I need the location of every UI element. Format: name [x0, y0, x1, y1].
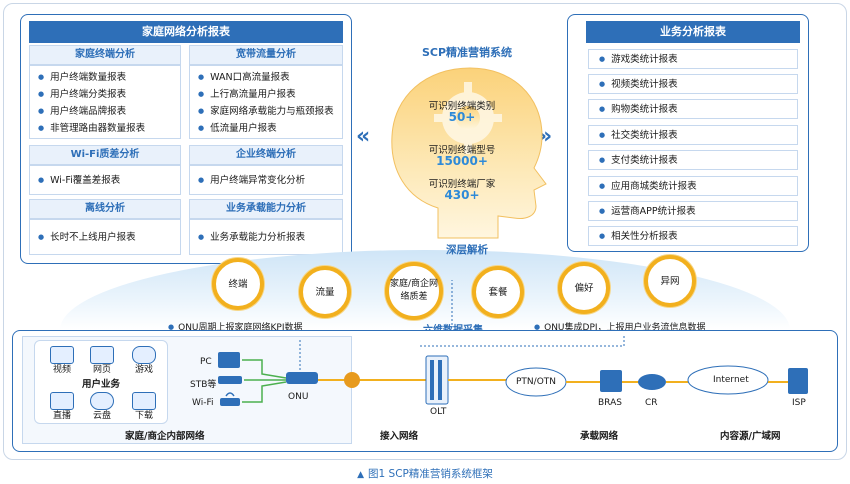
report-item: 用户终端分类报表 [38, 86, 172, 103]
service-label: 直播 [52, 411, 71, 421]
section-title-terminal: 家庭终端分析 [29, 45, 181, 65]
report-item: 上行高流量用户报表 [198, 86, 334, 103]
head-gear-icon [391, 67, 547, 239]
report-item: 游戏类统计报表 [588, 49, 798, 69]
stb-icon [218, 376, 242, 384]
splitter-icon [344, 372, 360, 388]
pc-icon [218, 352, 240, 368]
section-capacity: 业务承载能力分析报表 [189, 219, 343, 255]
report-item: 用户终端品牌报表 [38, 103, 172, 120]
panel-title: 家庭网络分析报表 [29, 21, 343, 43]
report-item: 购物类统计报表 [588, 99, 798, 119]
section-enterprise: 用户终端异常变化分析 [189, 165, 343, 195]
cr-icon [638, 374, 666, 390]
dimension-other-network: 异网 [644, 255, 696, 307]
download-icon [132, 392, 156, 410]
dimension-traffic: 流量 [299, 266, 351, 318]
stat-label: 可识别终端型号 [428, 145, 496, 156]
report-item: 社交类统计报表 [588, 125, 798, 145]
report-item: 用户终端数量报表 [38, 69, 172, 86]
zone-content-label: 内容源/广域网 [720, 431, 781, 442]
report-item: Wi-Fi覆盖差报表 [38, 172, 172, 189]
device-label: Wi-Fi [192, 398, 214, 408]
bras-icon [600, 370, 622, 392]
stat-value: 50+ [448, 110, 476, 124]
internet-cloud-icon [687, 365, 769, 395]
dimension-package: 套餐 [472, 266, 524, 318]
internet-label: Internet [713, 375, 749, 385]
caption-triangle-icon: ▲ [357, 470, 365, 480]
report-item: 长时不上线用户报表 [38, 229, 172, 246]
caption-text: 图1 SCP精准营销系统框架 [368, 468, 493, 480]
report-item: 运营商APP统计报表 [588, 201, 798, 221]
bras-label: BRAS [598, 398, 622, 408]
device-label: STB等 [190, 380, 217, 390]
section-wifi: Wi-Fi覆盖差报表 [29, 165, 181, 195]
zone-access-label: 接入网络 [380, 431, 419, 442]
service-label: 网页 [92, 365, 111, 375]
report-item: 家庭网络承载能力与瓶颈报表 [198, 103, 334, 120]
dimension-network-quality: 家庭/商企网络质差 [385, 262, 443, 320]
report-item: 用户终端异常变化分析 [198, 172, 334, 189]
zone-home-label: 家庭/商企内部网络 [125, 431, 205, 442]
scp-system-title: SCP精准营销系统 [421, 46, 513, 59]
device-label: PC [200, 357, 212, 367]
dimension-terminal: 终端 [212, 258, 264, 310]
olt-label: OLT [430, 407, 447, 417]
report-item: 相关性分析报表 [588, 226, 798, 246]
stat-value: 430+ [444, 188, 480, 202]
business-report-panel: 业务分析报表 游戏类统计报表 视频类统计报表 购物类统计报表 社交类统计报表 支… [567, 14, 809, 252]
dimension-preference: 偏好 [558, 262, 610, 314]
stat-value: 15000+ [436, 154, 488, 168]
isp-icon [788, 368, 808, 394]
section-offline: 长时不上线用户报表 [29, 219, 181, 255]
ptn-label: PTN/OTN [516, 377, 557, 387]
section-title-wifi: Wi-Fi质差分析 [29, 145, 181, 165]
section-title-enterprise: 企业终端分析 [189, 145, 343, 165]
home-network-report-panel: 家庭网络分析报表 家庭终端分析 用户终端数量报表 用户终端分类报表 用户终端品牌… [20, 14, 352, 264]
section-terminal: 用户终端数量报表 用户终端分类报表 用户终端品牌报表 非管理路由器数量报表 [29, 65, 181, 139]
service-label: 游戏 [134, 365, 153, 375]
report-item: 非管理路由器数量报表 [38, 120, 172, 137]
report-item: 视频类统计报表 [588, 74, 798, 94]
user-services-label: 用户业务 [82, 379, 121, 390]
cr-label: CR [645, 398, 658, 408]
cloud-disk-icon [90, 392, 114, 410]
report-item: 业务承载能力分析报表 [198, 229, 334, 246]
deep-analysis-label: 深层解析 [446, 244, 488, 256]
olt-icon [425, 355, 449, 405]
zone-bearer-label: 承载网络 [580, 431, 619, 442]
webpage-icon [90, 346, 114, 364]
section-traffic: WAN口高流量报表 上行高流量用户报表 家庭网络承载能力与瓶颈报表 低流量用户报… [189, 65, 343, 139]
stat-label: 可识别终端类别 [428, 101, 496, 112]
service-label: 云盘 [92, 411, 111, 421]
onu-label: ONU [288, 392, 309, 402]
onu-icon [286, 372, 318, 384]
isp-label: ISP [792, 398, 806, 408]
section-title-traffic: 宽带流量分析 [189, 45, 343, 65]
game-icon [132, 346, 156, 364]
report-item: 应用商城类统计报表 [588, 176, 798, 196]
video-icon [50, 346, 74, 364]
onu-kpi-note: ONU周期上报家庭网络KPI数据 [168, 320, 302, 333]
report-item: 支付类统计报表 [588, 150, 798, 170]
onu-dpi-note: ONU集成DPI，上报用户业务流信息数据 [534, 320, 705, 333]
service-label: 视频 [52, 365, 71, 375]
report-item: WAN口高流量报表 [198, 69, 334, 86]
panel-title: 业务分析报表 [586, 21, 800, 43]
live-icon [50, 392, 74, 410]
section-title-offline: 离线分析 [29, 199, 181, 219]
report-item: 低流量用户报表 [198, 120, 334, 137]
section-title-capacity: 业务承载能力分析 [189, 199, 343, 219]
figure-caption: ▲图1 SCP精准营销系统框架 [0, 466, 850, 481]
chevron-left-icon: « [356, 124, 371, 149]
service-label: 下载 [134, 411, 153, 421]
wifi-icon [220, 398, 240, 406]
stat-label: 可识别终端厂家 [428, 179, 496, 190]
